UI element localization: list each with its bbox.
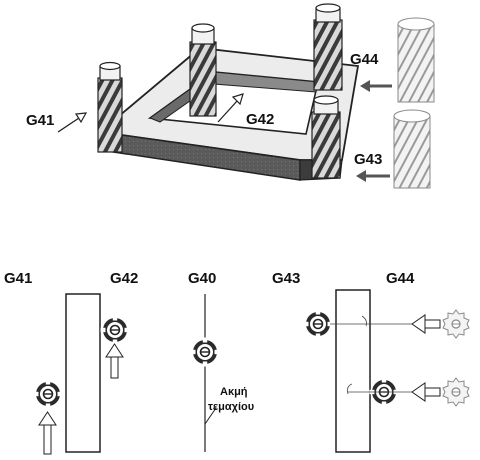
bottom-2d-figure: G41 G42 G40 G43 G44 Ακμή τεμαχίου: [4, 270, 470, 455]
label-g41-top: G41: [26, 112, 54, 129]
end-mill-cutter-g42: [189, 23, 217, 117]
label-g44-bottom: G44: [386, 270, 415, 287]
arrow-g41-top: [57, 112, 88, 133]
arrow-g43-bottom: [411, 314, 441, 334]
edge-label-leader: [204, 407, 217, 425]
approach-cutter-upper: [397, 17, 435, 103]
arrow-g44-top: [360, 80, 392, 92]
cutter-g43: [302, 308, 334, 340]
end-mill-cutter-g44: [313, 3, 343, 91]
edge-label-line1: Ακμή: [220, 386, 248, 398]
label-g43-top: G43: [354, 151, 382, 168]
cutter-g40: [189, 336, 221, 368]
label-g42-top: G42: [246, 111, 274, 128]
arrow-g42-bottom: [105, 343, 124, 379]
offset-arc-g43: [361, 315, 367, 327]
approach-cutter-g44: [442, 377, 470, 407]
label-g40-bottom: G40: [188, 270, 216, 287]
label-g42-bottom: G42: [110, 270, 138, 287]
offset-arc-g44: [347, 383, 353, 395]
approach-cutter-g43: [442, 309, 470, 339]
approach-cutter-lower: [393, 109, 431, 189]
label-g43-bottom: G43: [272, 270, 300, 287]
end-mill-cutter-g43: [311, 95, 341, 179]
arrow-g44-bottom: [411, 382, 441, 402]
top-3d-figure: G41 G42 G44 G43: [26, 3, 435, 189]
workpiece-bar-g41-g42: [65, 293, 101, 453]
arrow-g42-top: [217, 93, 244, 123]
edge-label-line2: τεμαχίου: [208, 401, 254, 413]
end-mill-cutter-g41: [97, 61, 123, 153]
cutter-g41: [32, 378, 64, 410]
workpiece-bar-g43-g44: [335, 289, 371, 453]
arrow-g43-top: [356, 170, 390, 182]
label-g41-bottom: G41: [4, 270, 32, 287]
cutter-g42: [99, 314, 131, 346]
label-g44-top: G44: [350, 51, 379, 68]
arrow-g41-bottom: [38, 411, 57, 455]
